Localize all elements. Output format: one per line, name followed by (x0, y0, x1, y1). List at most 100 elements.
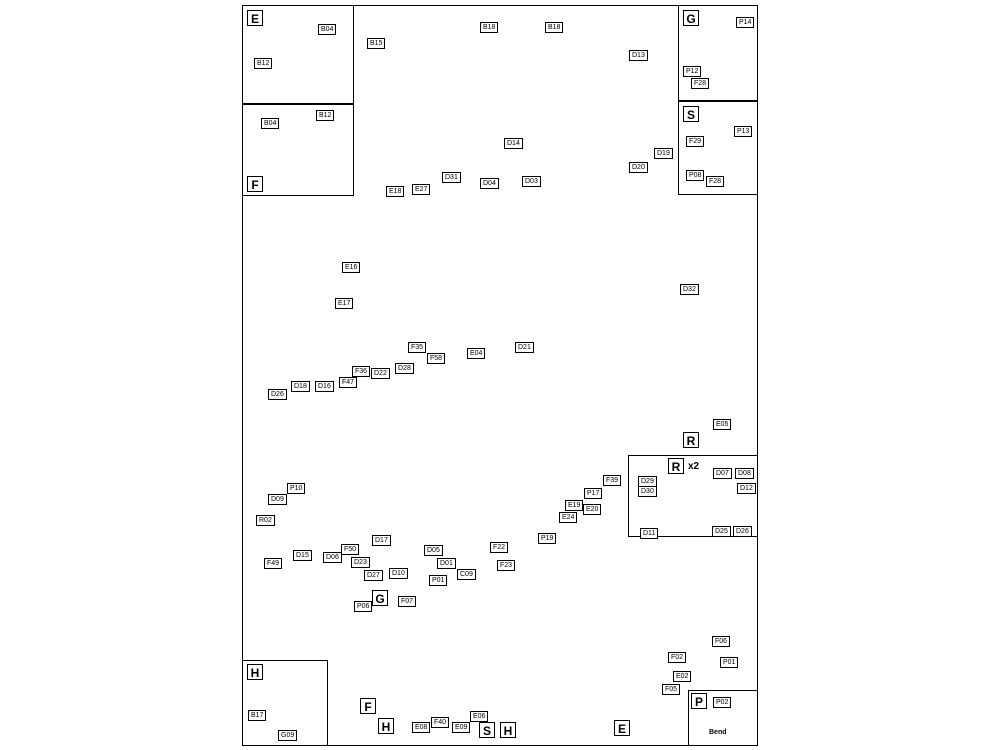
s2-e17: E17 (335, 298, 354, 309)
s4-e02: E02 (673, 671, 692, 682)
inset-e-b04: B04 (318, 24, 337, 35)
s2-e27: E27 (412, 184, 431, 195)
inset-s-title: S (683, 106, 699, 122)
s3-d06: D06 (323, 552, 342, 563)
s3-d10: D10 (389, 568, 408, 579)
inset-h-b17: B17 (248, 710, 267, 721)
s4-p06: P06 (354, 601, 373, 612)
s1-d13: D13 (629, 50, 648, 61)
s3-d21: D21 (515, 342, 534, 353)
s3-e20: E20 (583, 504, 602, 515)
inset-r-d30: D30 (638, 486, 657, 497)
s2-d32: D32 (680, 284, 699, 295)
s3-d05: D05 (424, 545, 443, 556)
s3-d15: D15 (293, 550, 312, 561)
s3-d27: D27 (364, 570, 383, 581)
s3-e24: E24 (559, 512, 578, 523)
s3-d01: D01 (437, 558, 456, 569)
s3-f50: F50 (341, 544, 360, 555)
inset-r-d12: D12 (737, 483, 756, 494)
s2-e18: E18 (386, 186, 405, 197)
inset-r-d07: D07 (713, 468, 732, 479)
s3-f47: F47 (339, 377, 358, 388)
inset-h-title: H (247, 664, 263, 680)
inset-s-p13: P13 (734, 126, 753, 137)
s4-f40: F40 (431, 717, 450, 728)
s4-c09: C09 (457, 569, 476, 580)
inset-e-b12: B12 (254, 58, 273, 69)
s4-e06: E06 (470, 711, 489, 722)
s3-d18: D18 (291, 381, 310, 392)
inset-s-f29: F29 (686, 136, 705, 147)
s3-d23: D23 (351, 557, 370, 568)
callout-r: R (683, 432, 699, 448)
inset-f-title: F (247, 176, 263, 192)
s3-f35: F35 (408, 342, 427, 353)
s3-p19: P19 (538, 533, 557, 544)
s4-f07: F07 (398, 596, 417, 607)
s3-e05: E05 (713, 419, 732, 430)
page-frame (242, 5, 758, 746)
s4-f06: F06 (712, 636, 731, 647)
callout-f: F (360, 698, 376, 714)
s4-e09: E09 (452, 722, 471, 733)
s1-b18a: B18 (480, 22, 499, 33)
s3-f36: F36 (352, 366, 371, 377)
inset-e-title: E (247, 10, 263, 26)
s1-d20: D20 (629, 162, 648, 173)
s3-d22: D22 (371, 368, 390, 379)
inset-f-b04: B04 (261, 118, 280, 129)
s4-f23: F23 (497, 560, 516, 571)
s1-d19: D19 (654, 148, 673, 159)
inset-r-d26: D26 (733, 526, 752, 537)
callout-e: E (614, 720, 630, 736)
inset-r-d25: D25 (712, 526, 731, 537)
s3-f49: F49 (264, 558, 283, 569)
inset-h-g09: G09 (278, 730, 298, 741)
s3-p17: P17 (584, 488, 603, 499)
callout-h2: H (500, 722, 516, 738)
s3-p10: P10 (287, 483, 306, 494)
callout-h1: H (378, 718, 394, 734)
s3-d28: D28 (395, 363, 414, 374)
inset-p-title: P (691, 693, 707, 709)
s2-d03: D03 (522, 176, 541, 187)
s2-e16: E16 (342, 262, 361, 273)
inset-g-f28: F28 (691, 78, 710, 89)
s3-f22: F22 (490, 542, 509, 553)
inset-p-bend-note: Bend (709, 729, 727, 736)
s1-d14: D14 (504, 138, 523, 149)
s2-d04: D04 (480, 178, 499, 189)
callout-s: S (479, 722, 495, 738)
inset-e (242, 5, 354, 104)
inset-p-p02: P02 (713, 697, 732, 708)
s4-f05: F05 (662, 684, 681, 695)
s4-f02: F02 (668, 652, 687, 663)
s3-d26: D26 (268, 389, 287, 400)
s3-d09: D09 (268, 494, 287, 505)
s4-e08: E08 (412, 722, 431, 733)
inset-r-qty: x2 (688, 461, 700, 472)
s3-e19: E19 (565, 500, 584, 511)
s4-p01a: P01 (429, 575, 448, 586)
inset-r-d08: D08 (735, 468, 754, 479)
s4-p01b: P01 (720, 657, 739, 668)
inset-s-f28: F28 (706, 176, 725, 187)
s3-f39: F39 (603, 475, 622, 486)
inset-g-title: G (683, 10, 699, 26)
s1-b18b: B18 (545, 22, 564, 33)
inset-r-d11: D11 (640, 528, 659, 539)
s3-f58: F58 (427, 353, 446, 364)
inset-r-title: R (668, 458, 684, 474)
s1-b15: B15 (367, 38, 386, 49)
s3-e04: E04 (467, 348, 486, 359)
inset-g-p14: P14 (736, 17, 755, 28)
callout-g: G (372, 590, 388, 606)
s3-d16: D16 (315, 381, 334, 392)
s2-d31: D31 (442, 172, 461, 183)
s3-r02: R02 (256, 515, 275, 526)
inset-s-p08: P08 (686, 170, 705, 181)
inset-f-b12: B12 (316, 110, 335, 121)
inset-g-p12: P12 (683, 66, 702, 77)
